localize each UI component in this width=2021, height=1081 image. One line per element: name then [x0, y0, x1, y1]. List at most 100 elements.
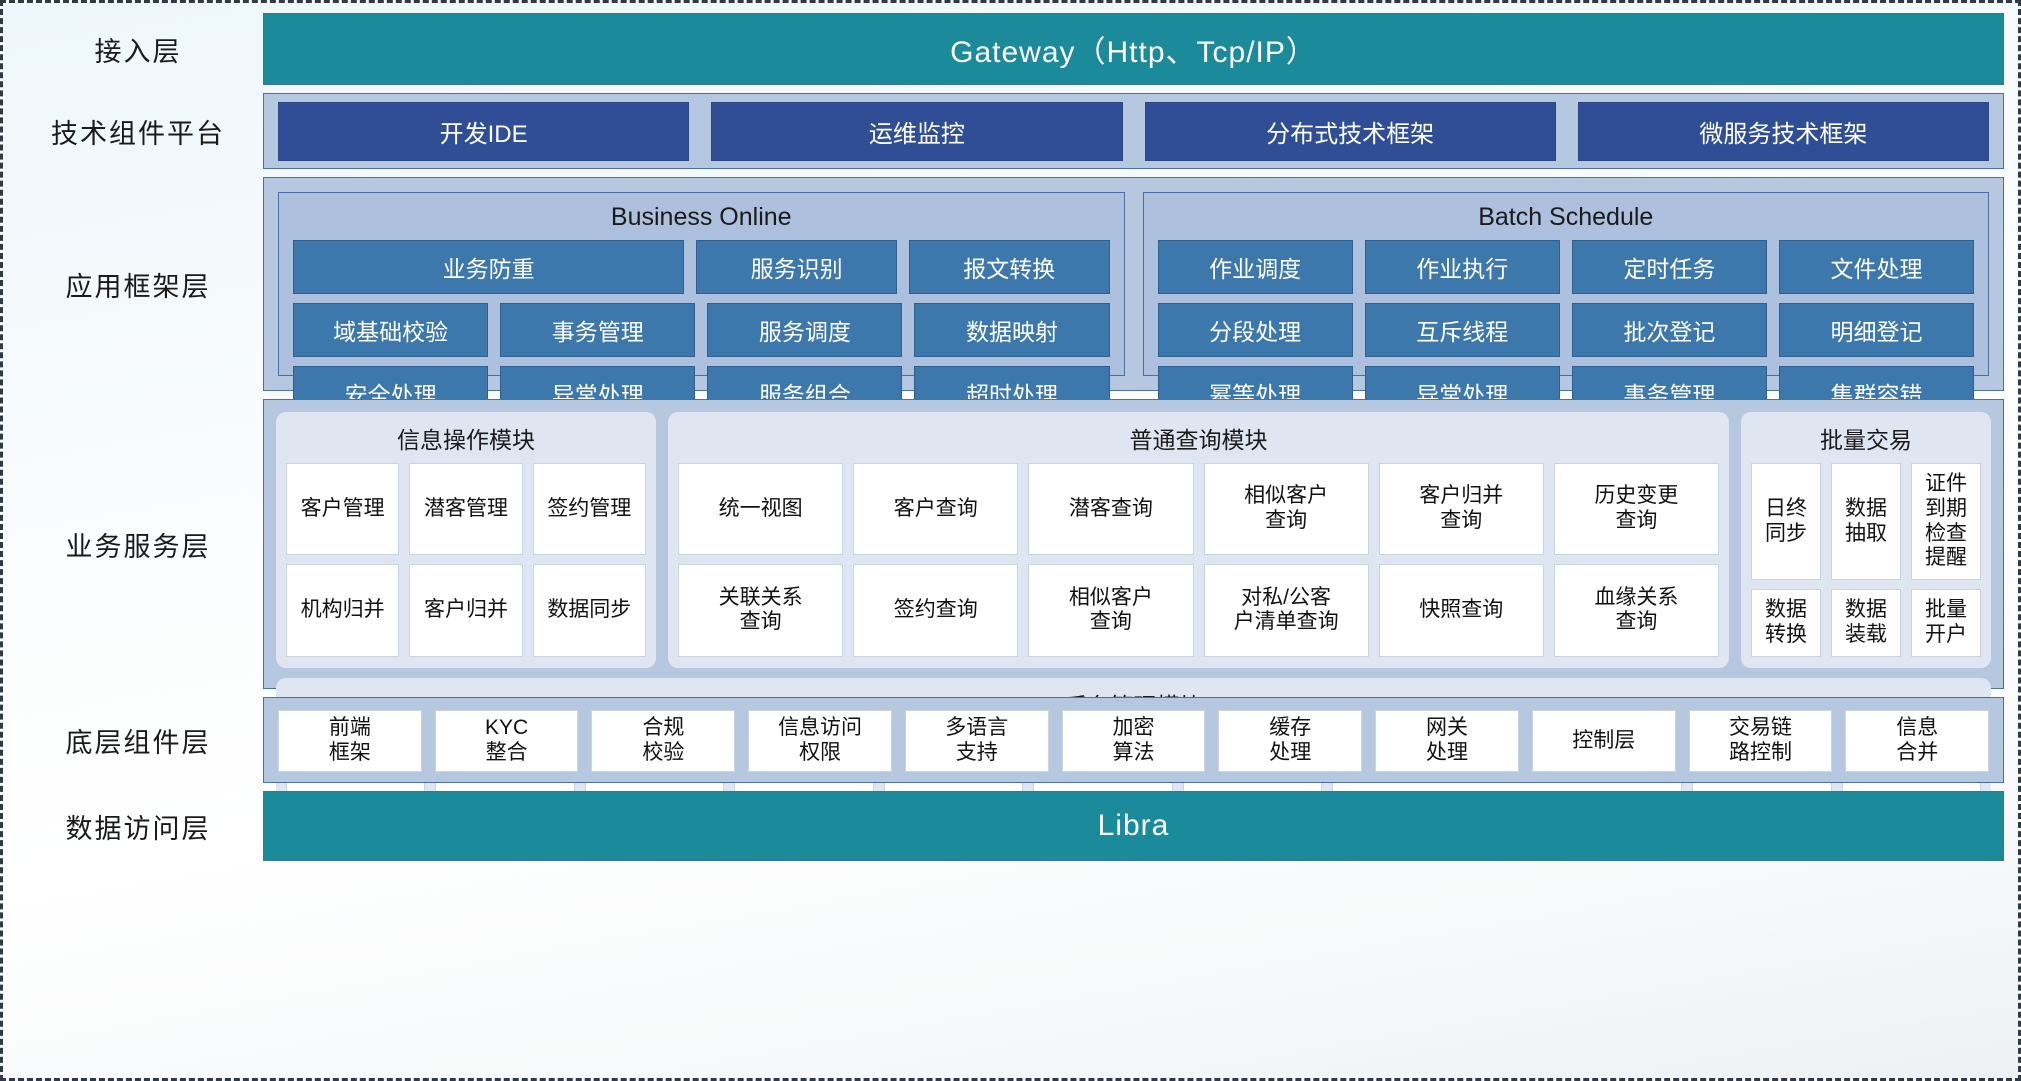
- business-service-panel: 信息操作模块客户管理潜客管理签约管理机构归并客户归并数据同步普通查询模块统一视图…: [263, 399, 2004, 808]
- app-framework-chip[interactable]: 事务管理: [500, 303, 696, 357]
- service-module-cell[interactable]: 客户归并查询: [1378, 463, 1544, 556]
- app-framework-chip[interactable]: 域基础校验: [293, 303, 489, 357]
- service-module-cell[interactable]: 历史变更查询: [1553, 463, 1720, 556]
- layer-label-bottom-components: 底层组件层: [65, 727, 211, 758]
- gateway-bar[interactable]: Gateway（Http、Tcp/IP）: [263, 13, 2004, 85]
- tech-platform-chip[interactable]: 运维监控: [711, 101, 1123, 161]
- app-framework-chip[interactable]: 互斥线程: [1364, 303, 1560, 357]
- service-module-grid: 客户管理潜客管理签约管理机构归并客户归并数据同步: [286, 463, 646, 657]
- layer-label-app-framework: 应用框架层: [65, 271, 211, 302]
- bottom-component-cell[interactable]: 网关处理: [1375, 710, 1519, 772]
- service-module-title: 普通查询模块: [1129, 427, 1268, 453]
- service-module-cell[interactable]: 客户查询: [853, 463, 1019, 556]
- layer-row-data-access: 数据访问层 Libra: [13, 791, 2004, 861]
- app-framework-chip[interactable]: 作业执行: [1364, 240, 1560, 294]
- bottom-component-cell[interactable]: 前端框架: [278, 710, 422, 772]
- service-module-grid: 统一视图客户查询潜客查询相似客户查询客户归并查询历史变更查询关联关系查询签约查询…: [678, 463, 1720, 657]
- layer-row-tech-platform: 技术组件平台 开发IDE 运维监控分布式技术框架微服务技术框架: [13, 93, 2004, 169]
- app-framework-row: 分段处理互斥线程批次登记明细登记: [1157, 303, 1974, 357]
- layer-body-tech-platform: 开发IDE 运维监控分布式技术框架微服务技术框架: [263, 93, 2004, 169]
- layer-body-business-service: 信息操作模块客户管理潜客管理签约管理机构归并客户归并数据同步普通查询模块统一视图…: [263, 399, 2004, 808]
- service-module-cell[interactable]: 潜客查询: [1028, 463, 1194, 556]
- service-module-cell[interactable]: 相似客户查询: [1203, 463, 1369, 556]
- service-module-title: 信息操作模块: [397, 427, 535, 453]
- app-framework-row: 作业调度作业执行定时任务文件处理: [1157, 240, 1974, 294]
- service-module-cell[interactable]: 快照查询: [1378, 564, 1544, 657]
- service-module-box: 信息操作模块客户管理潜客管理签约管理机构归并客户归并数据同步: [276, 412, 656, 668]
- service-module-title: 批量交易: [1820, 427, 1912, 453]
- bottom-component-cell[interactable]: 控制层: [1531, 710, 1676, 772]
- service-module-row: 客户管理潜客管理签约管理: [286, 463, 646, 556]
- service-module-cell[interactable]: 关联关系查询: [678, 564, 844, 657]
- service-module-cell[interactable]: 数据同步: [532, 564, 646, 657]
- layer-label-tech-platform: 技术组件平台: [51, 118, 225, 149]
- tech-platform-chip[interactable]: 开发IDE: [278, 101, 690, 161]
- app-framework-chip[interactable]: 业务防重: [293, 240, 685, 294]
- app-framework-chip[interactable]: 定时任务: [1571, 240, 1767, 294]
- app-framework-row: 域基础校验事务管理服务调度数据映射: [293, 303, 1110, 357]
- app-framework-group-title: Batch Schedule: [1478, 203, 1654, 231]
- service-module-cell[interactable]: 潜客管理: [409, 463, 523, 556]
- app-framework-chip[interactable]: 数据映射: [914, 303, 1110, 357]
- app-framework-chip[interactable]: 服务识别: [696, 240, 897, 294]
- app-framework-group-grid: 业务防重服务识别报文转换域基础校验事务管理服务调度数据映射安全处理异常处理服务组…: [293, 240, 1110, 420]
- service-module-row: 统一视图客户查询潜客查询相似客户查询客户归并查询历史变更查询: [678, 463, 1720, 556]
- service-module-row: 机构归并客户归并数据同步: [286, 564, 646, 657]
- layer-row-access: 接入层 Gateway（Http、Tcp/IP）: [13, 13, 2004, 85]
- app-framework-chip[interactable]: 明细登记: [1778, 303, 1974, 357]
- app-framework-chip[interactable]: 分段处理: [1157, 303, 1353, 357]
- service-module-cell[interactable]: 数据转换: [1751, 589, 1821, 657]
- app-framework-row: 业务防重服务识别报文转换: [293, 240, 1110, 294]
- service-module-cell[interactable]: 血缘关系查询: [1553, 564, 1720, 657]
- service-module-cell[interactable]: 签约查询: [853, 564, 1019, 657]
- layer-label-access: 接入层: [94, 36, 182, 67]
- bottom-component-cell[interactable]: 信息合并: [1845, 710, 1990, 772]
- service-module-cell[interactable]: 统一视图: [678, 463, 844, 556]
- app-framework-chip[interactable]: 报文转换: [908, 240, 1110, 294]
- service-module-row: 日终同步数据抽取证件到期检查提醒: [1751, 463, 1981, 581]
- app-framework-chip[interactable]: 作业调度: [1157, 240, 1353, 294]
- service-module-grid: 日终同步数据抽取证件到期检查提醒数据转换数据装载批量开户: [1751, 463, 1981, 657]
- bottom-component-cell[interactable]: 缓存处理: [1218, 710, 1363, 772]
- tech-platform-panel: 开发IDE 运维监控分布式技术框架微服务技术框架: [263, 93, 2004, 169]
- tech-platform-chip[interactable]: 微服务技术框架: [1577, 101, 1989, 161]
- service-module-box: 批量交易日终同步数据抽取证件到期检查提醒数据转换数据装载批量开户: [1741, 412, 1991, 668]
- bottom-component-cell[interactable]: 多语言支持: [904, 710, 1049, 772]
- service-module-cell[interactable]: 签约管理: [532, 463, 646, 556]
- layer-label-data-access: 数据访问层: [65, 813, 211, 844]
- service-module-cell[interactable]: 相似客户查询: [1028, 564, 1194, 657]
- bottom-component-cell[interactable]: 交易链路控制: [1688, 710, 1833, 772]
- tech-platform-chip[interactable]: 分布式技术框架: [1144, 101, 1556, 161]
- app-framework-group-title: Business Online: [610, 203, 792, 231]
- service-module-cell[interactable]: 机构归并: [286, 564, 400, 657]
- service-module-row: 关联关系查询签约查询相似客户查询对私/公客户清单查询快照查询血缘关系查询: [678, 564, 1720, 657]
- service-module-cell[interactable]: 证件到期检查提醒: [1911, 463, 1981, 581]
- app-framework-chip[interactable]: 文件处理: [1778, 240, 1974, 294]
- app-framework-chip[interactable]: 批次登记: [1571, 303, 1767, 357]
- layer-row-business-service: 业务服务层 信息操作模块客户管理潜客管理签约管理机构归并客户归并数据同步普通查询…: [13, 399, 2004, 808]
- service-module-cell[interactable]: 客户归并: [409, 564, 523, 657]
- layer-body-access: Gateway（Http、Tcp/IP）: [263, 13, 2004, 85]
- service-module-cell[interactable]: 对私/公客户清单查询: [1203, 564, 1369, 657]
- service-module-cell[interactable]: 数据抽取: [1831, 463, 1901, 581]
- bottom-component-cell[interactable]: 信息访问权限: [748, 710, 892, 772]
- service-modules-row: 信息操作模块客户管理潜客管理签约管理机构归并客户归并数据同步普通查询模块统一视图…: [276, 412, 1991, 668]
- service-module-box: 普通查询模块统一视图客户查询潜客查询相似客户查询客户归并查询历史变更查询关联关系…: [668, 412, 1729, 668]
- bottom-component-cell[interactable]: 加密算法: [1061, 710, 1206, 772]
- service-module-cell[interactable]: 日终同步: [1751, 463, 1821, 581]
- service-module-cell[interactable]: 客户管理: [286, 463, 400, 556]
- bottom-component-cell[interactable]: 合规校验: [591, 710, 736, 772]
- service-module-row: 数据转换数据装载批量开户: [1751, 589, 1981, 657]
- libra-bar[interactable]: Libra: [263, 791, 2004, 861]
- service-module-cell[interactable]: 批量开户: [1911, 589, 1981, 657]
- service-module-cell[interactable]: 数据装载: [1831, 589, 1901, 657]
- app-framework-chip[interactable]: 服务调度: [707, 303, 903, 357]
